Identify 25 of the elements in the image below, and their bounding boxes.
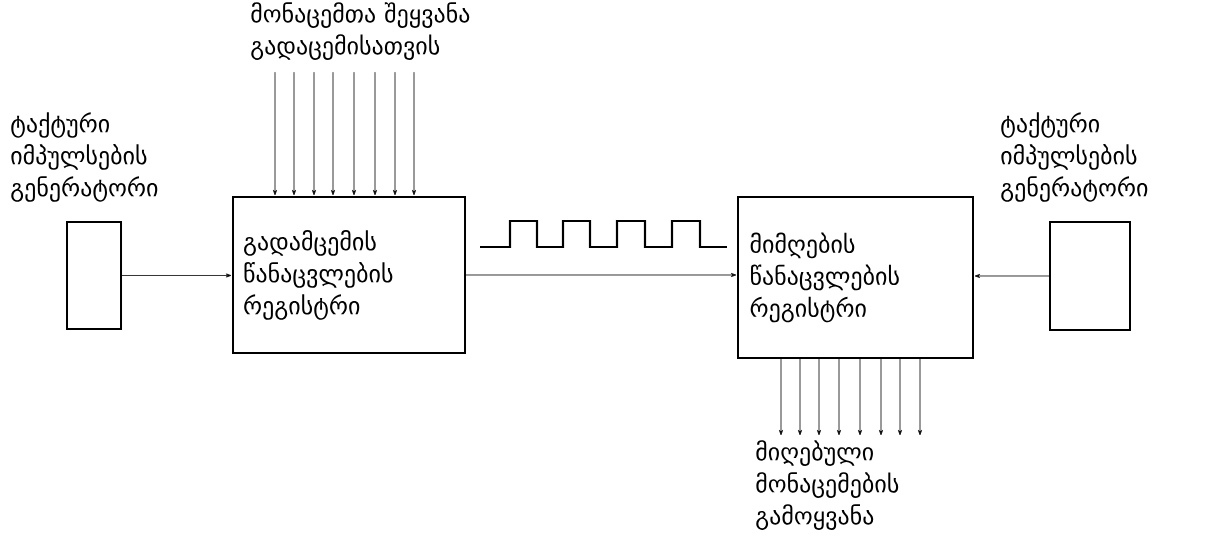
arrow (817, 358, 821, 436)
register-box: გადამცემის წანაცვლების რეგისტრი (232, 196, 466, 354)
arrow (837, 358, 841, 436)
arrow (465, 273, 737, 277)
io-label: მიღებული მონაცემების გამოყვანა (756, 440, 899, 530)
arrow (779, 358, 783, 436)
box-heading: ტაქტური იმპულსების გენერატორი (11, 112, 158, 202)
arrow (858, 358, 862, 436)
arrow (373, 71, 377, 196)
arrow (331, 71, 335, 196)
io-label: მონაცემთა შეყვანა გადაცემისათვის (251, 2, 470, 60)
box-heading: ტაქტური იმპულსების გენერატორი (1001, 112, 1148, 202)
arrow (974, 274, 1050, 278)
arrow (312, 71, 316, 196)
arrow (292, 71, 296, 196)
arrow (898, 358, 902, 436)
register-box: მიმღების წანაცვლების რეგისტრი (737, 196, 974, 359)
arrow (352, 71, 356, 196)
arrow (393, 71, 397, 196)
arrow (879, 358, 883, 436)
arrow (412, 71, 416, 196)
arrow (798, 358, 802, 436)
arrow (918, 358, 922, 436)
arrow (273, 71, 277, 196)
arrow (121, 273, 232, 278)
